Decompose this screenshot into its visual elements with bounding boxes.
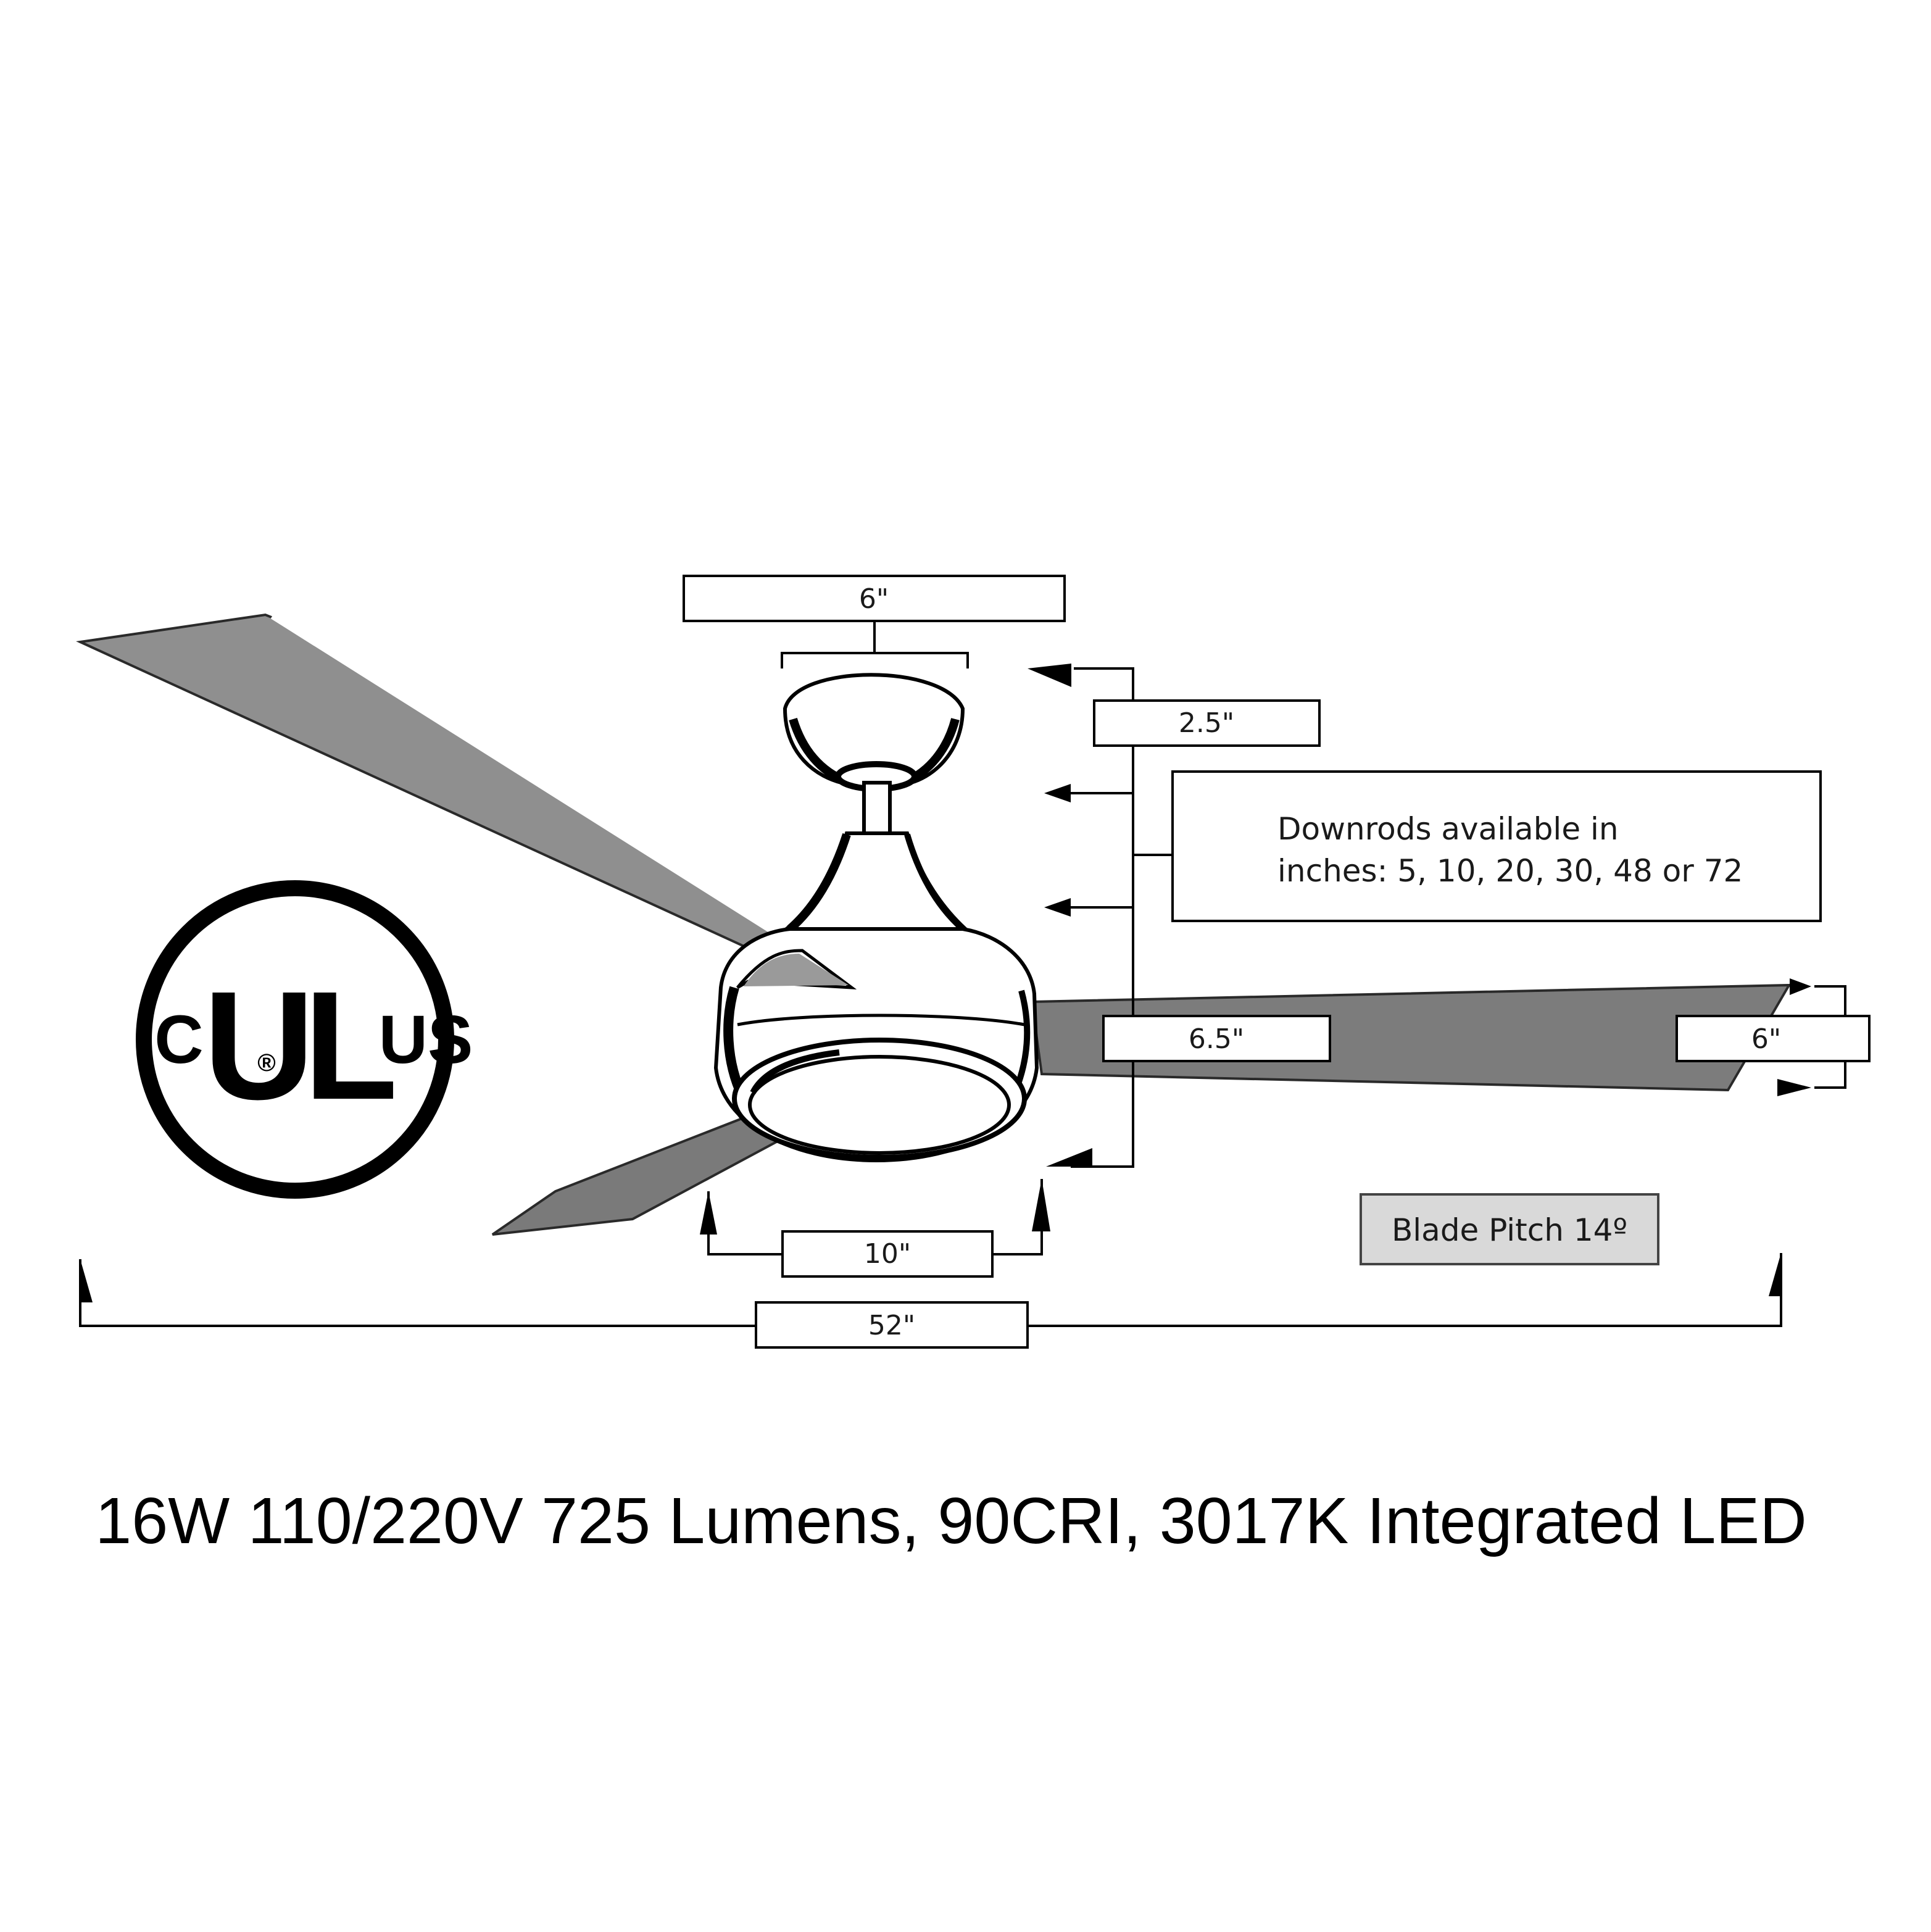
label-light-diameter: 10" — [864, 1238, 911, 1270]
canopy — [783, 673, 965, 786]
blade-lower-left — [491, 1110, 778, 1236]
blade-upper-left — [76, 613, 862, 999]
downrod — [862, 781, 892, 839]
label-canopy-width: 6" — [859, 583, 889, 615]
ul-registered-mark: ® — [257, 1049, 275, 1076]
ul-us-mark: US — [379, 1002, 473, 1078]
downrods-note-line2: inches: 5, 10, 20, 30, 48 or 72 — [1277, 853, 1743, 889]
dim-vertical-stack: 2.5" Downrods available in inches: 5, 10… — [1028, 664, 1822, 1168]
label-canopy-height: 2.5" — [1179, 707, 1234, 739]
ul-c-mark: C — [154, 1002, 203, 1078]
light-kit-lens — [748, 1055, 1011, 1155]
dim-fan-span: 52" — [79, 1253, 1782, 1349]
label-blade-pitch: Blade Pitch 14º — [1392, 1212, 1627, 1248]
motor-neck — [777, 831, 974, 934]
arrow-downrod-bottom — [1044, 898, 1071, 917]
cul-us-logo: UL ® C US — [136, 880, 473, 1199]
arrow-downrod-top — [1044, 784, 1071, 802]
ul-letters: UL — [203, 959, 394, 1131]
ul-circle — [136, 880, 454, 1199]
arrow-body-bottom — [1046, 1148, 1092, 1167]
downrods-note-line1: Downrods available in — [1277, 811, 1619, 847]
label-body-height: 6.5" — [1189, 1023, 1244, 1055]
blade-upper-left-edge — [270, 615, 860, 989]
spec-text: 16W 110/220V 725 Lumens, 90CRI, 3017K In… — [95, 1484, 1807, 1557]
arrow-canopy-top — [1028, 664, 1071, 687]
label-fan-span: 52" — [868, 1310, 915, 1341]
fan-blades — [76, 613, 1792, 1236]
blade-right — [1030, 983, 1792, 1092]
fan-motor-assembly — [713, 673, 1039, 1163]
dim-light-diameter: 10" — [700, 1179, 1050, 1278]
dim-blade-width: 6" — [1676, 978, 1871, 1096]
label-blade-width: 6" — [1751, 1023, 1781, 1055]
dim-canopy-width: 6" — [683, 575, 1066, 668]
blade-pitch-badge: Blade Pitch 14º — [1360, 1193, 1659, 1265]
